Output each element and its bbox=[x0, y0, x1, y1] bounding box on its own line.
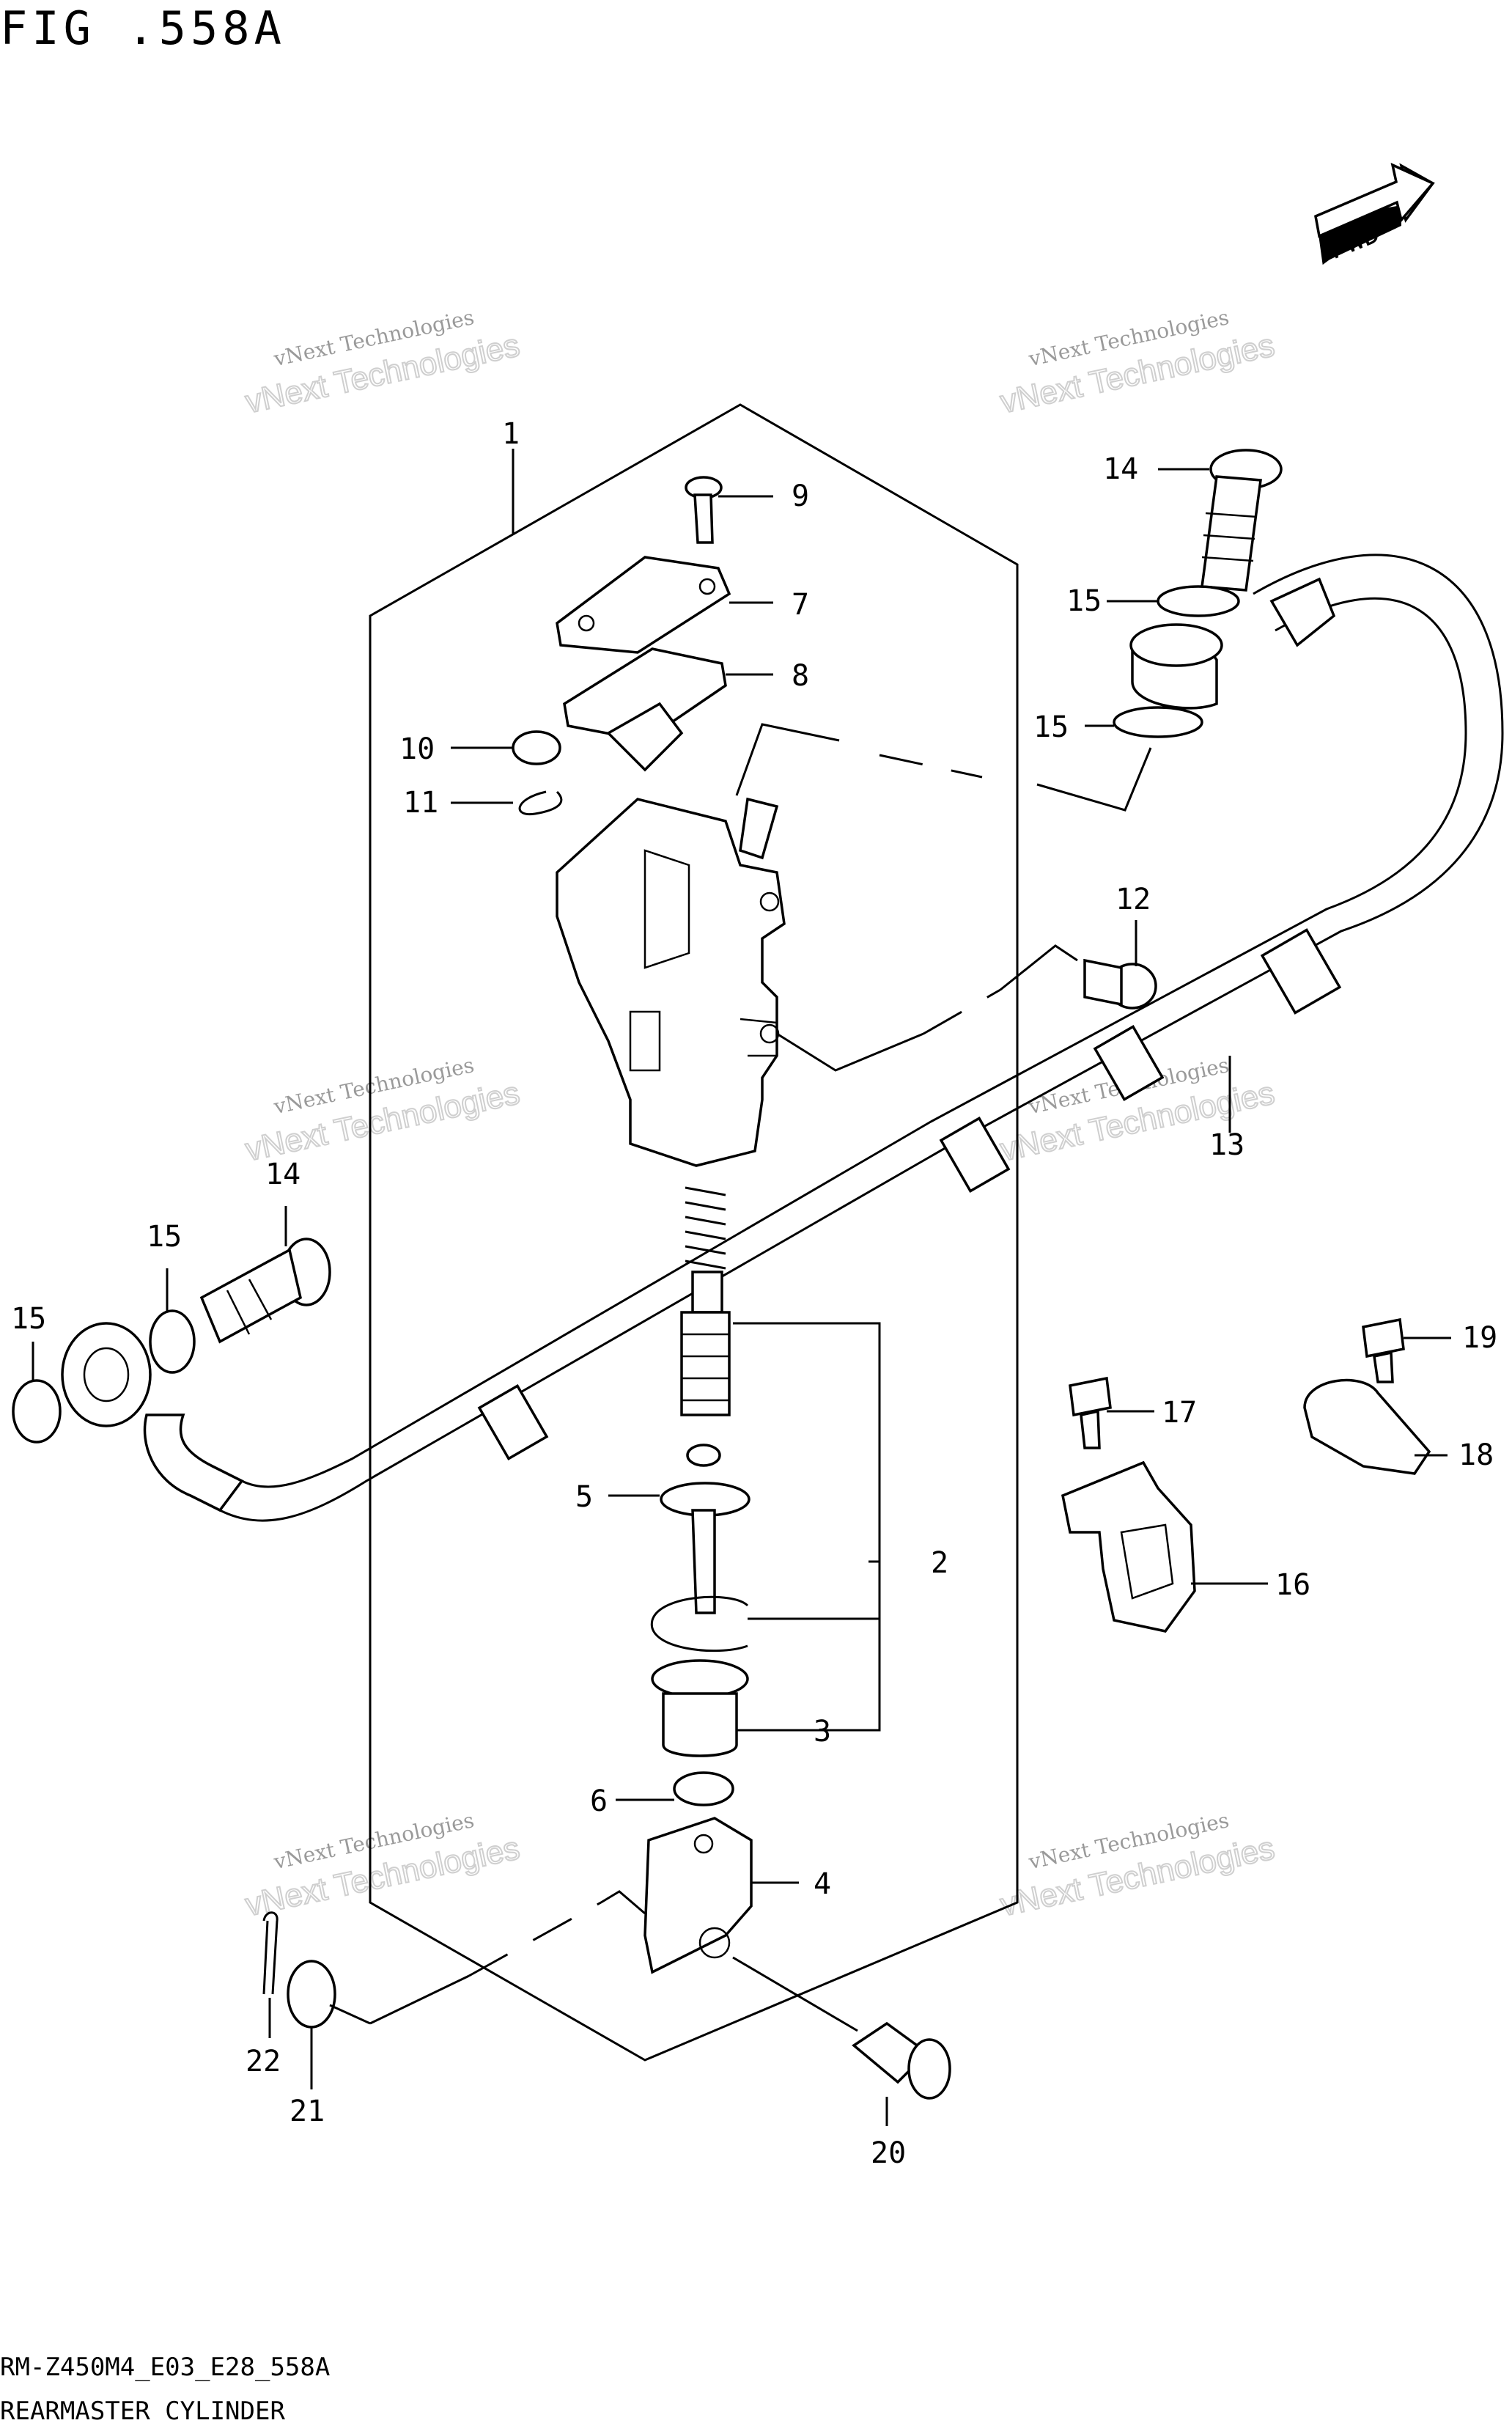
callout-9: 9 bbox=[792, 479, 809, 513]
callout-19: 19 bbox=[1462, 1321, 1497, 1355]
bolt-12 bbox=[1083, 958, 1157, 1010]
callout-13: 13 bbox=[1209, 1128, 1244, 1162]
clevis-pin-20 bbox=[852, 2021, 951, 2100]
watermark: vNext Technologies vNext Technologies bbox=[997, 1808, 1279, 1924]
figure-code: RM-Z450M4_E03_E28_558A bbox=[0, 2353, 330, 2382]
callout-7: 7 bbox=[792, 588, 809, 622]
piston-spring-kit bbox=[680, 1186, 731, 1416]
callout-2: 2 bbox=[931, 1546, 948, 1580]
hose-sleeve bbox=[477, 1383, 549, 1461]
boot-3 bbox=[651, 1659, 749, 1757]
callout-5: 5 bbox=[575, 1480, 593, 1514]
hose-fitting bbox=[1269, 577, 1336, 647]
figure-name: REARMASTER CYLINDER bbox=[0, 2397, 285, 2426]
callout-4: 4 bbox=[814, 1867, 831, 1901]
callout-1: 1 bbox=[502, 417, 520, 451]
hose-fitting bbox=[143, 1413, 244, 1512]
assembly-outline bbox=[369, 403, 1019, 2062]
washer-lower-left bbox=[149, 1309, 196, 1374]
callout-15: 15 bbox=[147, 1220, 182, 1254]
snap-ring-11 bbox=[518, 790, 563, 816]
diaphragm-plate bbox=[563, 647, 727, 772]
banjo-bolt-lower bbox=[199, 1238, 331, 1344]
screw-9 bbox=[685, 476, 723, 544]
leader-lines bbox=[32, 449, 1451, 2126]
callout-16: 16 bbox=[1275, 1568, 1310, 1602]
callout-15: 15 bbox=[1033, 710, 1069, 744]
callout-6: 6 bbox=[590, 1784, 608, 1818]
callout-3: 3 bbox=[814, 1715, 831, 1749]
washer-21 bbox=[287, 1960, 336, 2029]
bolt-19 bbox=[1362, 1317, 1405, 1383]
washer-upper bbox=[1157, 585, 1240, 617]
banjo-fitting-lower bbox=[61, 1322, 152, 1427]
watermark: vNext Technologies vNext Technologies bbox=[997, 305, 1279, 421]
bolt-17 bbox=[1069, 1376, 1112, 1449]
figure-title: FIG .558A bbox=[0, 1, 286, 55]
clamp-18 bbox=[1303, 1378, 1431, 1475]
callout-15: 15 bbox=[1066, 584, 1102, 618]
hose-sleeve bbox=[1260, 928, 1342, 1015]
callout-8: 8 bbox=[792, 659, 809, 693]
guide-16 bbox=[1061, 1460, 1196, 1633]
callout-12: 12 bbox=[1115, 883, 1151, 916]
callout-17: 17 bbox=[1162, 1396, 1197, 1430]
callout-11: 11 bbox=[403, 786, 438, 820]
banjo-fitting-upper bbox=[1129, 623, 1223, 710]
callout-14: 14 bbox=[1103, 452, 1138, 486]
washer-lower bbox=[1113, 706, 1203, 738]
callout-15: 15 bbox=[11, 1302, 46, 1336]
hose-sleeve bbox=[1093, 1024, 1165, 1102]
hose-sleeve bbox=[939, 1116, 1011, 1194]
callout-21: 21 bbox=[290, 2095, 325, 2128]
washer-far-left bbox=[12, 1379, 62, 1444]
circlip bbox=[650, 1595, 749, 1652]
brake-hose bbox=[143, 554, 1504, 1522]
filter-10 bbox=[512, 730, 561, 765]
watermark: vNext Technologies vNext Technologies bbox=[242, 1053, 524, 1169]
nut-6 bbox=[673, 1771, 734, 1806]
watermark: vNext Technologies vNext Technologies bbox=[242, 1808, 524, 1924]
banjo-bolt-upper bbox=[1201, 449, 1283, 592]
callout-18: 18 bbox=[1458, 1438, 1494, 1472]
cotter-pin-22 bbox=[262, 1911, 279, 1995]
callout-14: 14 bbox=[265, 1158, 300, 1191]
callout-22: 22 bbox=[246, 2045, 281, 2078]
fwd-arrow-icon: FWD bbox=[1314, 162, 1435, 267]
master-cylinder-body bbox=[556, 797, 786, 1167]
reservoir-cap bbox=[556, 556, 731, 654]
callout-10: 10 bbox=[399, 732, 435, 766]
callout-20: 20 bbox=[871, 2136, 906, 2170]
pushrod-5 bbox=[660, 1444, 751, 1614]
callouts: 1 9 7 8 10 11 14 15 15 12 13 14 15 15 19… bbox=[11, 417, 1497, 2170]
watermark: vNext Technologies vNext Technologies bbox=[242, 305, 524, 421]
clevis-4 bbox=[643, 1817, 753, 1974]
